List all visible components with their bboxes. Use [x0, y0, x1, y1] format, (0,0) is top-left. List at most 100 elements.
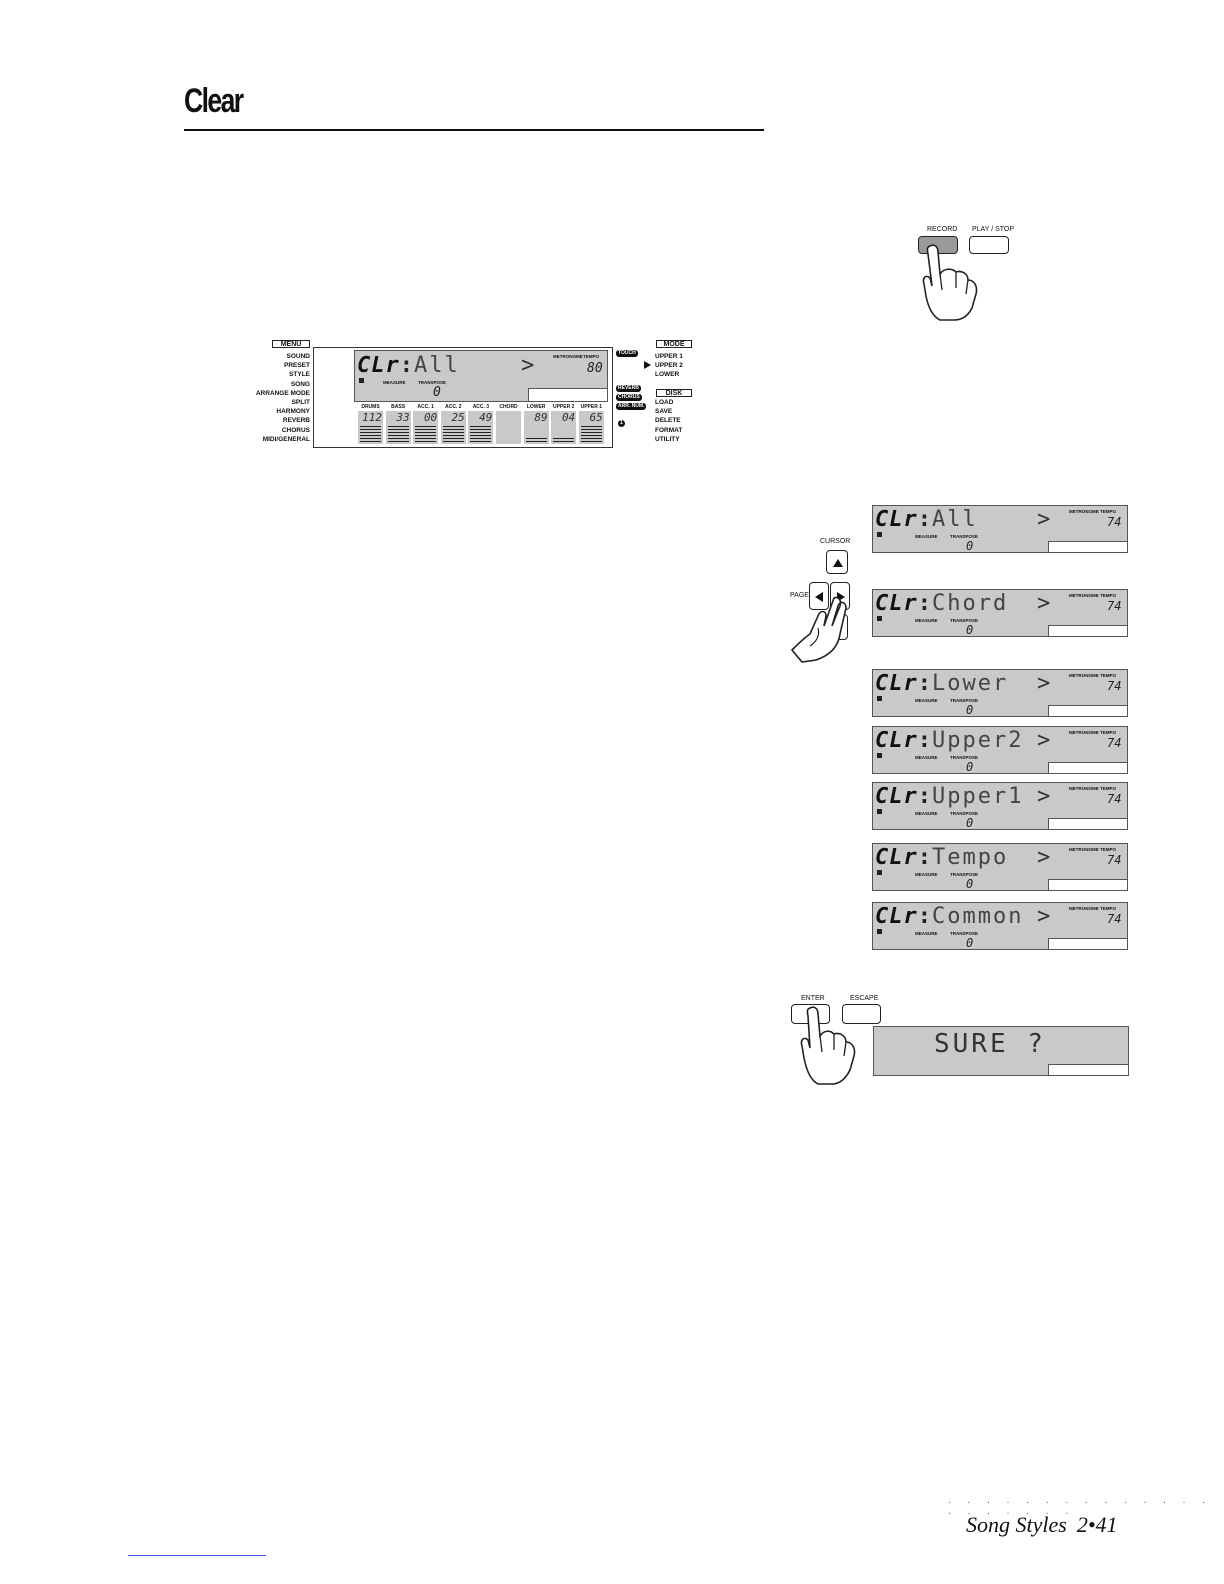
lcd-notch: [528, 388, 607, 401]
tempo-value: 80: [587, 361, 603, 376]
display-frame: CLr:All > METRONOME TEMPO 80 MEASURE TRA…: [313, 347, 613, 448]
menu-item: UTILITY: [655, 435, 680, 443]
indicator-icon: [359, 378, 364, 383]
lcd-value: Upper2: [932, 728, 1024, 753]
transpose-label: TRANSPOSE: [950, 755, 979, 760]
measure-label: MEASURE: [915, 534, 938, 539]
tempo-value: 74: [1107, 792, 1122, 806]
metronome-label: METRONOME: [1069, 509, 1099, 514]
clear-screen-text: CLr:Tempo: [875, 845, 1009, 870]
tempo-label: TEMPO: [1100, 593, 1117, 598]
indicator-icon: [877, 696, 882, 701]
main-lcd-text: CLr:All: [357, 353, 460, 378]
mode-tag: MODE: [656, 340, 692, 348]
track-level-bars: [551, 425, 577, 444]
lcd-prefix: CLr: [875, 904, 918, 929]
footer-dots: . . . . . . . . . . . . . . . . . . . . …: [948, 1495, 1213, 1517]
up-arrow-icon: [833, 559, 843, 567]
clear-screen-text: CLr:Upper1: [875, 784, 1024, 809]
track-name: ACC. 2: [445, 404, 462, 410]
measure-label: MEASURE: [915, 698, 938, 703]
menu-item: LOAD: [655, 399, 674, 406]
enter-label: ENTER: [801, 995, 825, 1002]
lcd-notch: [1048, 625, 1127, 636]
track-value: 89: [523, 411, 549, 425]
menu-item: REVERB: [282, 417, 310, 425]
track-value: 25: [440, 411, 466, 425]
indicator-icon: [877, 616, 882, 621]
escape-label: ESCAPE: [850, 995, 879, 1002]
transpose-value: 0: [966, 623, 974, 637]
measure-label: MEASURE: [915, 931, 938, 936]
touch-indicator: TOUCH: [616, 350, 638, 357]
pressing-hand-icon: [790, 596, 847, 663]
track-level-bars: [578, 425, 604, 444]
disk-tag: DISK: [656, 389, 692, 397]
page-label: PAGE: [790, 592, 809, 599]
metronome-label: METRONOME: [1069, 786, 1099, 791]
menu-item: STYLE: [289, 371, 310, 379]
lcd-notch: [1048, 818, 1127, 829]
next-arrow-icon: >: [1037, 728, 1051, 753]
play-stop-button[interactable]: [969, 236, 1009, 254]
transpose-label: TRANSPOSE: [950, 872, 979, 877]
lcd-value: Upper1: [932, 784, 1024, 809]
clear-screen-text: CLr:Chord: [875, 591, 1009, 616]
lcd-prefix: CLr: [357, 353, 400, 378]
menu-item: CHORUS: [281, 426, 310, 434]
metronome-label: METRONOME: [1069, 906, 1099, 911]
measure-label: MEASURE: [383, 380, 406, 385]
right-arrow-icon: [837, 592, 845, 602]
transpose-label: TRANSPOSE: [418, 380, 447, 385]
next-arrow-icon: >: [1037, 784, 1051, 809]
measure-label: MEASURE: [915, 755, 938, 760]
cursor-up-button[interactable]: [826, 550, 848, 574]
track-level-bars: [413, 425, 439, 444]
lcd-value: Common: [932, 904, 1024, 929]
escape-button[interactable]: [842, 1004, 881, 1024]
menu-item: SAVE: [655, 408, 673, 416]
menu-item: ARRANGE MODE: [255, 389, 310, 397]
title-rule: [184, 129, 764, 131]
lcd-prefix: CLr: [875, 845, 918, 870]
menu-item: SONG: [290, 380, 310, 388]
track-name: UPPER 2: [552, 404, 575, 410]
tempo-value: 74: [1107, 736, 1122, 750]
arr-num-indicator: ARR. NUM.: [616, 403, 647, 410]
track-value: 00: [413, 411, 439, 425]
clear-screen-text: CLr:Lower: [875, 671, 1009, 696]
tempo-label: TEMPO: [1100, 730, 1117, 735]
menu-item: LOWER: [655, 371, 680, 379]
track-name: LOWER: [526, 404, 546, 410]
metronome-label: METRONOME: [1069, 673, 1099, 678]
track-value: 49: [468, 411, 494, 425]
number-badge: 1: [618, 420, 625, 427]
track-value: 65: [578, 411, 604, 425]
track-level-bars: [468, 425, 494, 444]
transpose-label: TRANSPOSE: [950, 811, 979, 816]
lcd-prefix: CLr: [875, 591, 918, 616]
metronome-label: METRONOME: [553, 354, 583, 359]
next-arrow-icon: >: [521, 353, 535, 378]
sure-lcd: SURE ?: [873, 1026, 1129, 1076]
page-left-button[interactable]: [809, 582, 829, 610]
lcd-notch: [1048, 879, 1127, 890]
indicator-icon: [877, 753, 882, 758]
transpose-value: 0: [966, 877, 974, 891]
track-level-bars: [523, 425, 549, 444]
transpose-label: TRANSPOSE: [950, 931, 979, 936]
tempo-label: TEMPO: [583, 354, 600, 359]
tempo-label: TEMPO: [1100, 673, 1117, 678]
footer-section: Song Styles: [966, 1512, 1067, 1537]
tempo-value: 74: [1107, 599, 1122, 613]
